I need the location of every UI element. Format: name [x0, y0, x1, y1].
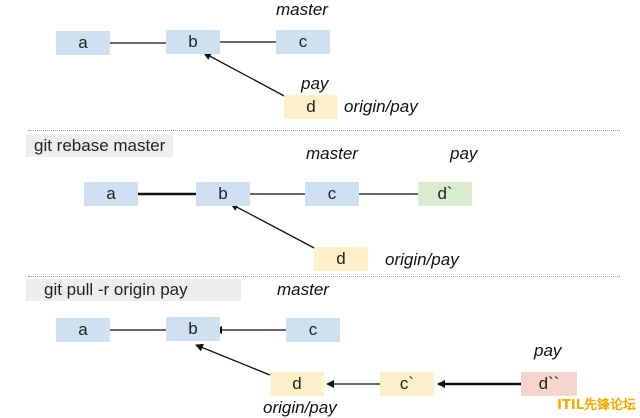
commit-d: d: [270, 372, 324, 396]
commit-d-double-prime: d``: [521, 372, 577, 396]
section-divider: [28, 276, 620, 277]
branch-label-master: master: [306, 144, 358, 163]
commit-c: c: [286, 318, 340, 342]
branch-label-pay: pay: [301, 74, 329, 93]
branch-label-origin-pay: origin/pay: [263, 398, 337, 417]
commit-c: c: [276, 30, 330, 54]
commit-b: b: [166, 317, 220, 341]
branch-label-master: master: [276, 0, 328, 19]
commit-d-prime: d`: [418, 182, 472, 206]
commit-a: a: [56, 318, 110, 342]
watermark-logo: ITIL先锋论坛: [557, 398, 636, 413]
arrow-d-to-b: [203, 52, 289, 99]
command-git-rebase: git rebase master: [26, 135, 174, 157]
commit-a: a: [84, 182, 138, 206]
branch-label-origin-pay: origin/pay: [385, 250, 459, 269]
commit-d: d: [314, 247, 368, 271]
command-git-pull-rebase: git pull -r origin pay: [26, 279, 241, 301]
commit-c-prime: c`: [380, 372, 434, 396]
commit-d: d: [284, 95, 338, 119]
commit-b: b: [166, 30, 220, 54]
commit-a: a: [56, 31, 110, 55]
branch-label-pay: pay: [534, 341, 562, 360]
commit-b: b: [196, 182, 250, 206]
branch-label-master: master: [277, 280, 329, 299]
arrow-d-to-b: [195, 343, 271, 376]
branch-label-pay: pay: [450, 144, 478, 163]
branch-label-origin-pay: origin/pay: [344, 97, 418, 116]
section-divider: [28, 130, 620, 131]
commit-c: c: [305, 182, 359, 206]
arrow-d-to-b: [230, 203, 319, 251]
